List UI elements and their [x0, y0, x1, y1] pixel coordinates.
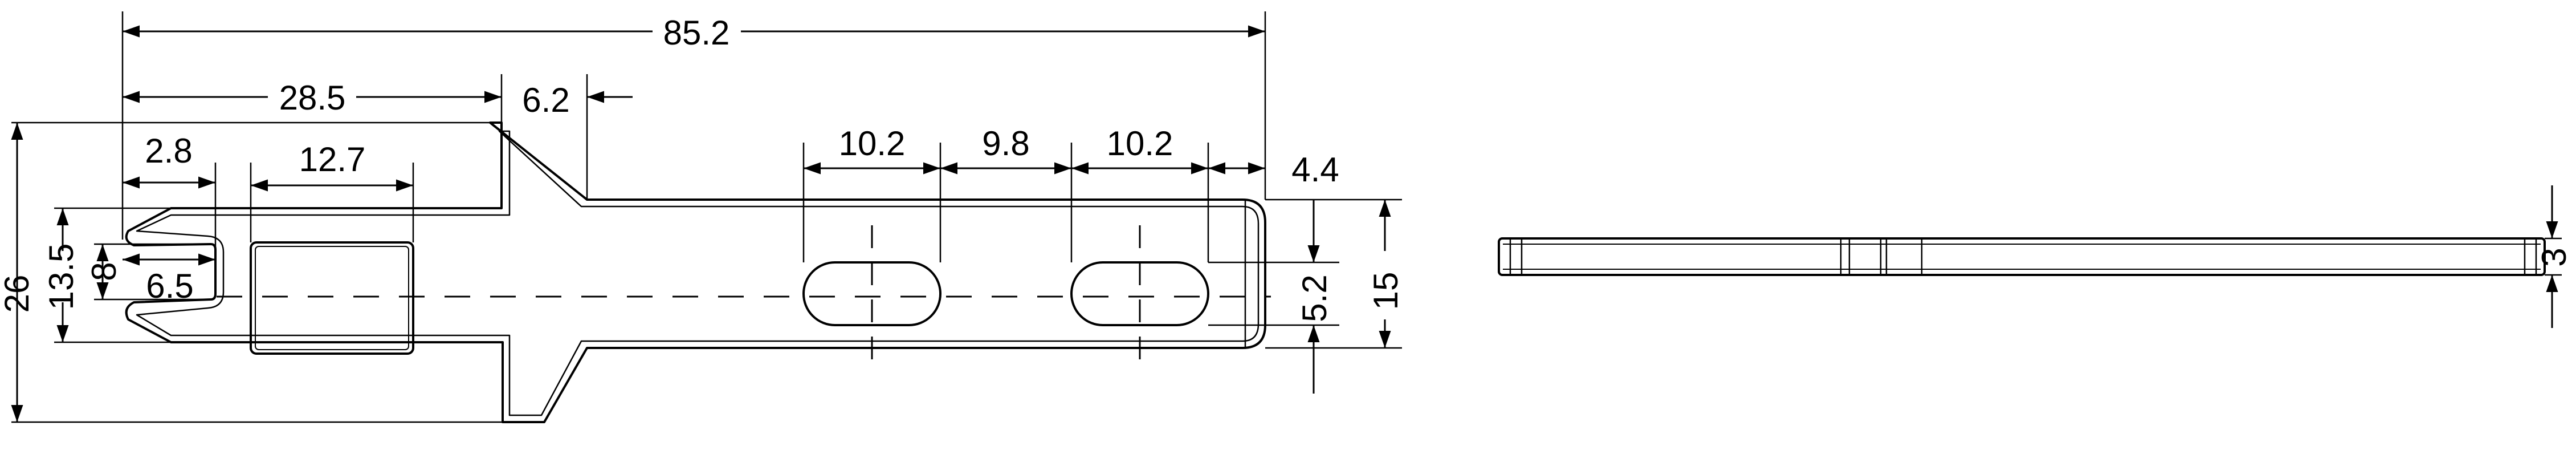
dim-fork-outer-height: 13.5	[42, 244, 80, 310]
dim-body-height: 15	[1367, 272, 1405, 310]
dimension-lines	[11, 25, 1391, 422]
dim-slot1-width: 10.2	[839, 124, 906, 163]
dim-thickness: 3	[2535, 248, 2573, 266]
window-cutout	[250, 241, 414, 355]
dim-step-taper: 6.2	[522, 81, 569, 119]
extension-lines	[11, 11, 1402, 423]
part-outline	[125, 121, 1266, 423]
dim-fork-lip: 2.8	[145, 132, 192, 170]
part-outline-inner	[136, 130, 1260, 416]
dim-fork-inner-height: 8	[85, 262, 123, 281]
dim-end-margin: 4.4	[1291, 151, 1339, 189]
dim-overall-height: 26	[0, 275, 36, 313]
dimension-labels: 85.2 28.5 6.2 2.8 12.7 10.2 9.8 10.2 4.4…	[0, 14, 2573, 322]
dim-window-width: 12.7	[299, 140, 366, 179]
front-view	[125, 121, 1266, 423]
side-view-dimension	[2545, 185, 2562, 328]
dim-overall-length: 85.2	[663, 14, 730, 52]
dim-fork-depth: 6.5	[146, 267, 193, 305]
dim-length-to-step: 28.5	[279, 79, 346, 117]
dim-slot2-width: 10.2	[1107, 124, 1173, 163]
dim-slot-height: 5.2	[1295, 274, 1334, 322]
side-view	[1498, 237, 2546, 276]
dim-slot-spacing: 9.8	[982, 124, 1029, 163]
side-view-body	[1498, 237, 2546, 276]
